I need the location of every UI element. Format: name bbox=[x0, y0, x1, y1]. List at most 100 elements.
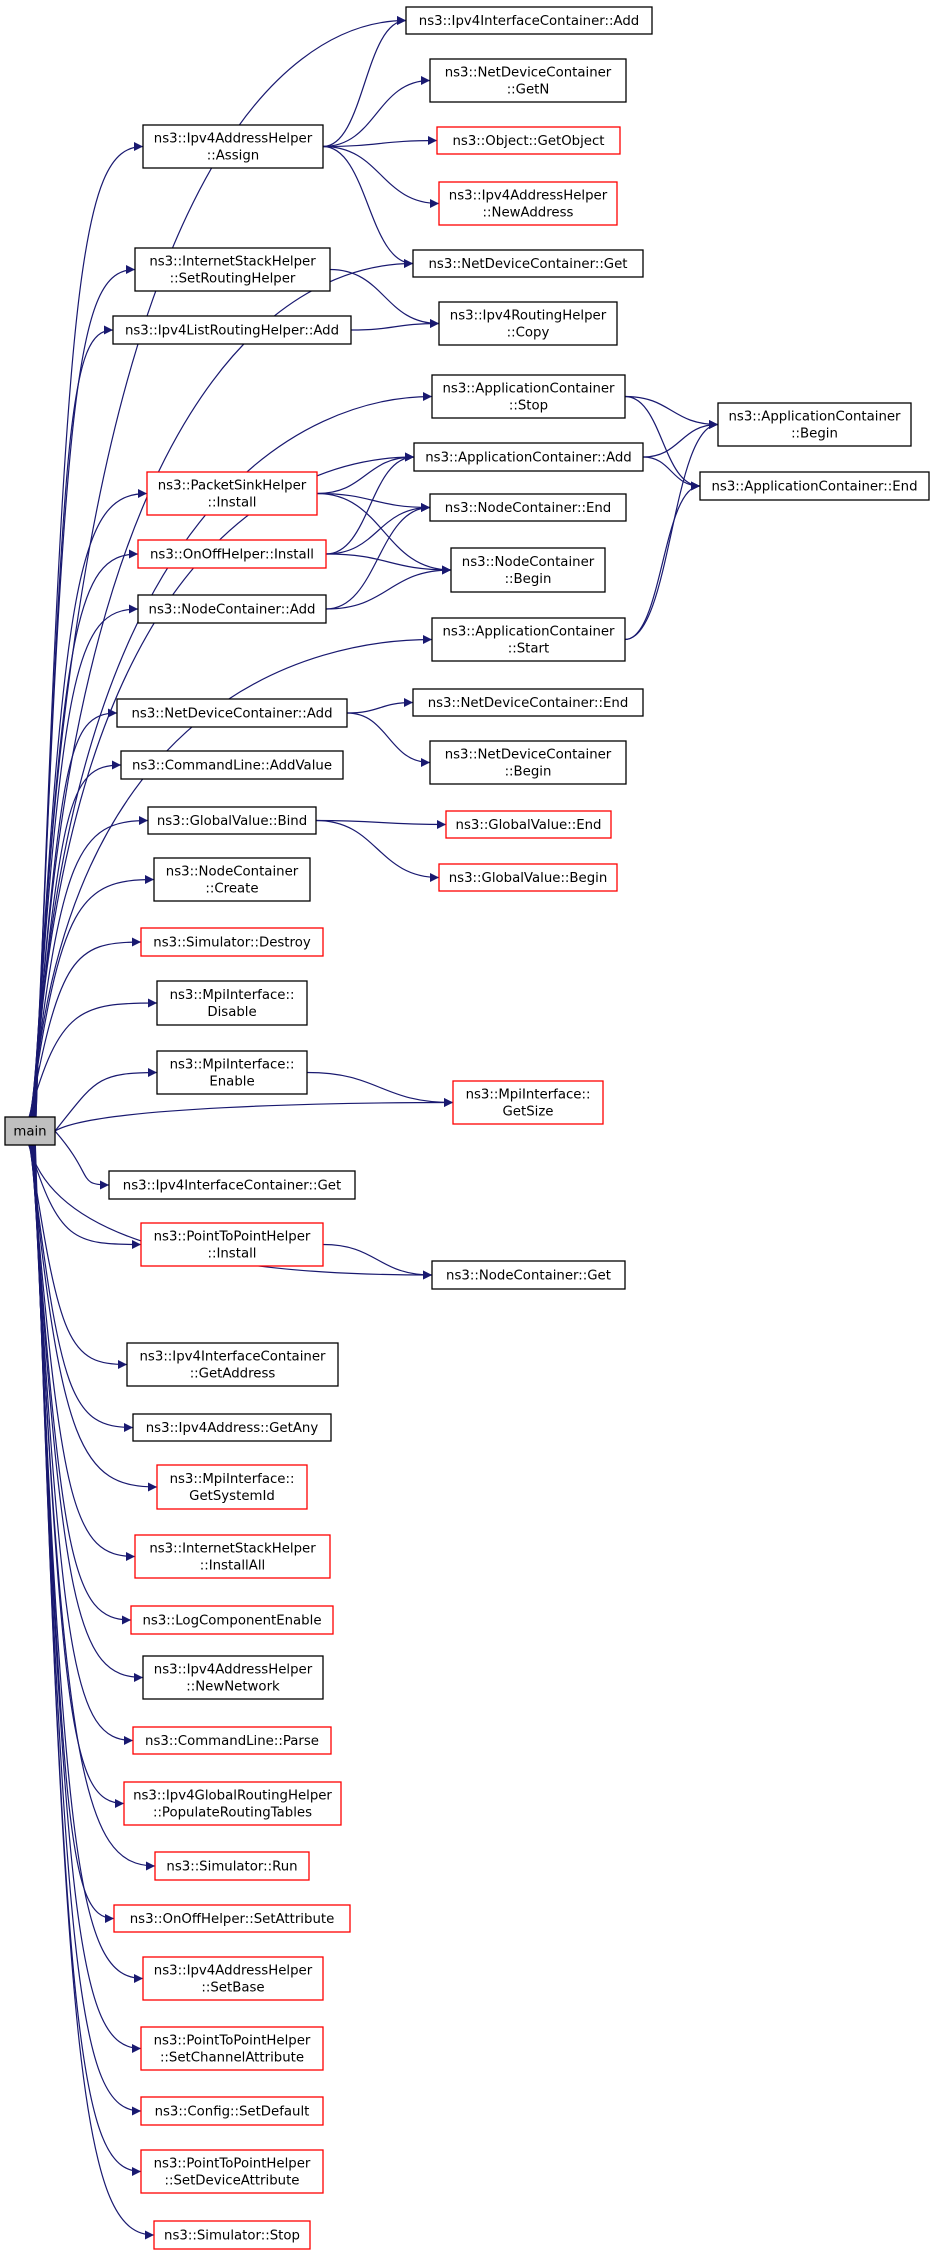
edge-main-to-sim-run bbox=[32, 1144, 156, 1871]
node-label: Disable bbox=[207, 1005, 256, 1020]
node-label: ns3::OnOffHelper::SetAttribute bbox=[130, 1912, 335, 1927]
edge-main-to-ipv4if-get bbox=[54, 1130, 110, 1190]
node-label: ns3::NetDeviceContainer::Add bbox=[131, 707, 332, 722]
node-box bbox=[153, 857, 311, 902]
nodes-layer: main ns3::Ipv4InterfaceContainer::Addns3:… bbox=[4, 6, 930, 2250]
node-ipv4-if-add[interactable]: ns3::Ipv4InterfaceContainer::Add bbox=[405, 6, 653, 35]
node-box bbox=[429, 740, 627, 785]
node-mpi-getsize[interactable]: ns3::MpiInterface::GetSize bbox=[452, 1080, 604, 1125]
node-appc-end[interactable]: ns3::ApplicationContainer::End bbox=[699, 471, 930, 501]
node-label: ns3::Ipv4Address::GetAny bbox=[146, 1421, 319, 1436]
node-object-getobject[interactable]: ns3::Object::GetObject bbox=[436, 126, 621, 155]
node-main[interactable]: main bbox=[4, 1116, 56, 1146]
node-p2p-install[interactable]: ns3::PointToPointHelper::Install bbox=[140, 1222, 324, 1267]
node-ipv4-addr-assign[interactable]: ns3::Ipv4AddressHelper::Assign bbox=[142, 124, 324, 169]
edge-main-to-nc-add bbox=[31, 604, 139, 1118]
node-globalrouting-populate[interactable]: ns3::Ipv4GlobalRoutingHelper::PopulateRo… bbox=[123, 1781, 342, 1826]
node-nc-end[interactable]: ns3::NodeContainer::End bbox=[429, 493, 627, 522]
node-ipv4if-get[interactable]: ns3::Ipv4InterfaceContainer::Get bbox=[108, 1170, 356, 1200]
node-cmd-parse[interactable]: ns3::CommandLine::Parse bbox=[132, 1726, 332, 1755]
node-label: GetSystemId bbox=[189, 1489, 275, 1504]
node-appc-add[interactable]: ns3::ApplicationContainer::Add bbox=[413, 442, 644, 472]
node-box bbox=[431, 374, 626, 419]
node-label: ns3::Simulator::Destroy bbox=[153, 936, 311, 951]
node-nc-add[interactable]: ns3::NodeContainer::Add bbox=[137, 594, 327, 624]
node-label: ns3::NodeContainer::Add bbox=[149, 603, 316, 618]
node-gv-bind[interactable]: ns3::GlobalValue::Bind bbox=[147, 806, 317, 835]
node-log-enable[interactable]: ns3::LogComponentEnable bbox=[130, 1605, 334, 1635]
node-box bbox=[429, 493, 627, 522]
node-label: ns3::NetDeviceContainer bbox=[445, 748, 612, 763]
node-mpi-disable[interactable]: ns3::MpiInterface::Disable bbox=[156, 980, 308, 1026]
node-sim-run[interactable]: ns3::Simulator::Run bbox=[154, 1851, 310, 1881]
edge-main-to-mpi-getsize bbox=[54, 1098, 454, 1132]
node-nc-get[interactable]: ns3::NodeContainer::Get bbox=[431, 1260, 626, 1290]
edge-ipv4-addr-assign-to-ndc-getn bbox=[322, 76, 431, 148]
node-box bbox=[132, 1413, 332, 1442]
edge-main-to-ipv4-addr-assign bbox=[35, 142, 144, 1118]
node-label: ns3::Simulator::Run bbox=[166, 1860, 297, 1875]
edge-gv-bind-to-gv-end bbox=[315, 819, 447, 829]
node-gv-end[interactable]: ns3::GlobalValue::End bbox=[445, 810, 612, 839]
node-onoff-install[interactable]: ns3::OnOffHelper::Install bbox=[137, 539, 327, 569]
node-label: ns3::Ipv4AddressHelper bbox=[154, 1964, 313, 1979]
node-inet-installall[interactable]: ns3::InternetStackHelper::InstallAll bbox=[134, 1534, 331, 1579]
node-ndc-end[interactable]: ns3::NetDeviceContainer::End bbox=[412, 688, 644, 717]
edge-main-to-ndc-add bbox=[30, 708, 118, 1118]
node-mpi-getsystemid[interactable]: ns3::MpiInterface::GetSystemId bbox=[156, 1464, 308, 1510]
node-appc-begin[interactable]: ns3::ApplicationContainer::Begin bbox=[717, 402, 912, 447]
node-p2p-setdeviceattr[interactable]: ns3::PointToPointHelper::SetDeviceAttrib… bbox=[140, 2149, 324, 2194]
node-box bbox=[436, 126, 621, 155]
node-box bbox=[450, 547, 606, 593]
node-box bbox=[156, 1464, 308, 1510]
node-gv-begin[interactable]: ns3::GlobalValue::Begin bbox=[438, 863, 618, 892]
edge-ipv4list-add-to-ipv4routing-copy bbox=[350, 319, 440, 331]
node-ndc-begin[interactable]: ns3::NetDeviceContainer::Begin bbox=[429, 740, 627, 785]
node-label: main bbox=[13, 1125, 46, 1140]
node-mpi-enable[interactable]: ns3::MpiInterface::Enable bbox=[156, 1050, 308, 1095]
node-onoff-setattribute[interactable]: ns3::OnOffHelper::SetAttribute bbox=[113, 1904, 351, 1933]
node-p2p-setchannelattr[interactable]: ns3::PointToPointHelper::SetChannelAttri… bbox=[140, 2026, 324, 2071]
node-nc-begin[interactable]: ns3::NodeContainer::Begin bbox=[450, 547, 606, 593]
node-ipv4addr-getany[interactable]: ns3::Ipv4Address::GetAny bbox=[132, 1413, 332, 1442]
node-ipv4addr-newnetwork[interactable]: ns3::Ipv4AddressHelper::NewNetwork bbox=[142, 1655, 324, 1700]
edge-ipv4-addr-assign-to-object-getobject bbox=[322, 136, 438, 148]
node-label: ::Copy bbox=[507, 326, 550, 341]
edge-main-to-ipv4addr-newnetwork bbox=[31, 1144, 144, 1682]
node-nc-create[interactable]: ns3::NodeContainer::Create bbox=[153, 857, 311, 902]
node-label: ns3::GlobalValue::End bbox=[456, 818, 602, 833]
node-ipv4addr-setbase[interactable]: ns3::Ipv4AddressHelper::SetBase bbox=[142, 1956, 324, 2001]
node-label: ::GetN bbox=[507, 83, 550, 98]
node-box bbox=[413, 442, 644, 472]
node-label: ::Assign bbox=[207, 149, 259, 164]
node-ipv4-addr-newaddress[interactable]: ns3::Ipv4AddressHelper::NewAddress bbox=[438, 181, 618, 226]
node-box bbox=[134, 1534, 331, 1579]
node-ndc-add[interactable]: ns3::NetDeviceContainer::Add bbox=[116, 698, 348, 728]
node-appc-stop[interactable]: ns3::ApplicationContainer::Stop bbox=[431, 374, 626, 419]
node-ndc-get[interactable]: ns3::NetDeviceContainer::Get bbox=[412, 249, 644, 278]
node-appc-start[interactable]: ns3::ApplicationContainer::Start bbox=[431, 617, 626, 662]
edge-ndc-add-to-ndc-end bbox=[346, 698, 414, 714]
edge-packetsink-install-to-nc-begin bbox=[316, 492, 452, 575]
node-cmd-addvalue[interactable]: ns3::CommandLine::AddValue bbox=[120, 750, 344, 780]
node-packetsink-install[interactable]: ns3::PacketSinkHelper::Install bbox=[146, 471, 318, 516]
node-box bbox=[116, 698, 348, 728]
node-label: ns3::PointToPointHelper bbox=[154, 2034, 311, 2049]
node-ipv4routing-copy[interactable]: ns3::Ipv4RoutingHelper::Copy bbox=[438, 301, 618, 346]
node-label: ns3::Ipv4InterfaceContainer::Get bbox=[123, 1179, 341, 1194]
node-config-setdefault[interactable]: ns3::Config::SetDefault bbox=[140, 2096, 324, 2126]
node-box bbox=[429, 58, 627, 103]
node-box bbox=[412, 688, 644, 717]
node-box bbox=[142, 1956, 324, 2001]
node-ipv4if-getaddress[interactable]: ns3::Ipv4InterfaceContainer::GetAddress bbox=[126, 1342, 339, 1387]
node-sim-destroy[interactable]: ns3::Simulator::Destroy bbox=[140, 927, 324, 957]
node-label: ns3::CommandLine::Parse bbox=[145, 1734, 319, 1749]
node-ndc-getn[interactable]: ns3::NetDeviceContainer::GetN bbox=[429, 58, 627, 103]
edge-onoff-install-to-appc-add bbox=[325, 452, 415, 555]
node-sim-stop[interactable]: ns3::Simulator::Stop bbox=[153, 2220, 311, 2250]
node-box bbox=[113, 1904, 351, 1933]
node-label: ::Install bbox=[208, 1247, 257, 1262]
node-ipv4list-add[interactable]: ns3::Ipv4ListRoutingHelper::Add bbox=[112, 315, 352, 345]
node-inet-setrouting[interactable]: ns3::InternetStackHelper::SetRoutingHelp… bbox=[134, 247, 331, 292]
node-box bbox=[137, 594, 327, 624]
